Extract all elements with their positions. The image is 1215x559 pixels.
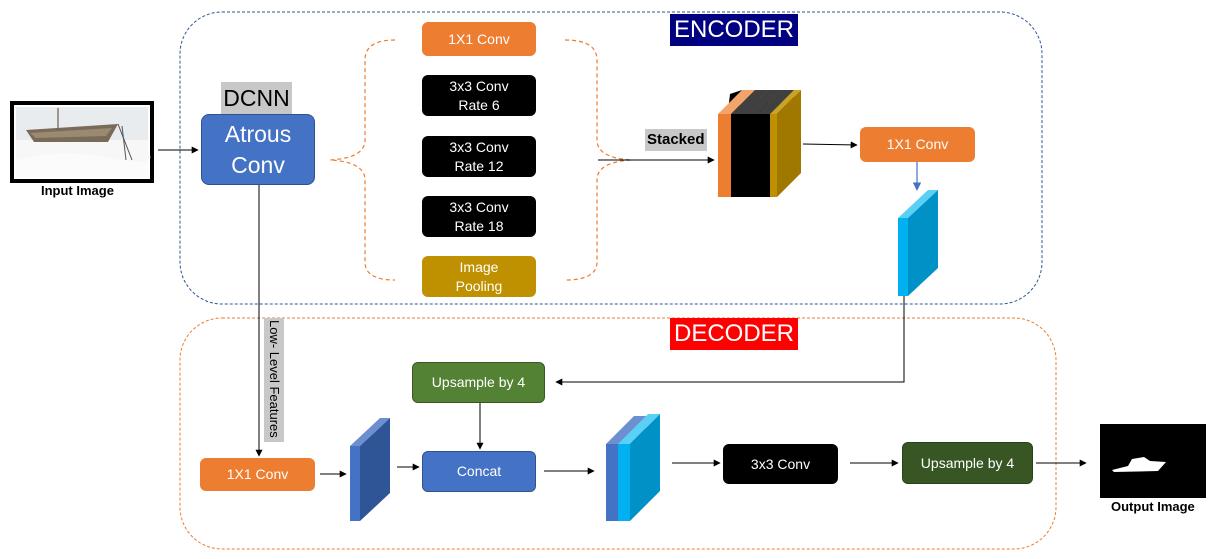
- stacked-feature-volume: [718, 90, 801, 197]
- low-level-feature-map: [350, 418, 390, 521]
- concat-box: Concat: [422, 451, 536, 492]
- input-image-label: Input Image: [41, 183, 114, 198]
- aspp-pool-line2: Pooling: [455, 277, 503, 294]
- decoder-conv3x3-box: 3x3 Conv: [723, 444, 838, 484]
- encoder-frame: [179, 11, 1043, 305]
- aspp-rate18-line2: Rate 18: [454, 217, 504, 234]
- concat-feature-maps: [606, 414, 660, 521]
- atrous-conv-line1: Atrous: [224, 120, 292, 147]
- dcnn-label: DCNN: [221, 82, 292, 114]
- decoder-upsample-box: Upsample by 4: [412, 362, 545, 403]
- decoder-frame: [179, 317, 1057, 550]
- left-brace: [329, 39, 396, 281]
- output-image-label: Output Image: [1111, 499, 1195, 514]
- encoder-title: ENCODER: [670, 14, 799, 46]
- aspp-rate12-line2: Rate 12: [454, 157, 504, 174]
- final-upsample-box: Upsample by 4: [902, 442, 1033, 484]
- output-image: [1100, 424, 1206, 498]
- atrous-conv-line2: Conv: [231, 151, 285, 178]
- aspp-rate12-box: 3x3 Conv Rate 12: [422, 136, 536, 177]
- aspp-rate18-line1: 3x3 Conv: [449, 198, 509, 215]
- encoder-output-feature-map: [898, 190, 938, 296]
- aspp-rate6-line2: Rate 6: [458, 96, 500, 113]
- aspp-conv1x1-box: 1X1 Conv: [422, 22, 536, 56]
- aspp-rate12-line1: 3x3 Conv: [449, 138, 509, 155]
- aspp-rate6-line1: 3x3 Conv: [449, 77, 509, 94]
- aspp-pool-line1: Image: [459, 258, 499, 275]
- aspp-rate18-box: 3x3 Conv Rate 18: [422, 196, 536, 237]
- decoder-title: DECODER: [670, 318, 799, 350]
- aspp-image-pooling-box: Image Pooling: [422, 256, 536, 297]
- stacked-label: Stacked: [645, 129, 707, 151]
- low-level-features-label: Low- Level Features: [264, 318, 284, 442]
- encoder-conv1x1-box: 1X1 Conv: [860, 127, 975, 162]
- output-boat-mask-icon: [1112, 457, 1166, 472]
- right-brace: [564, 39, 633, 281]
- atrous-conv-box: Atrous Conv: [201, 114, 315, 185]
- aspp-rate6-box: 3x3 Conv Rate 6: [422, 75, 536, 116]
- decoder-conv1x1-box: 1X1 Conv: [200, 458, 315, 491]
